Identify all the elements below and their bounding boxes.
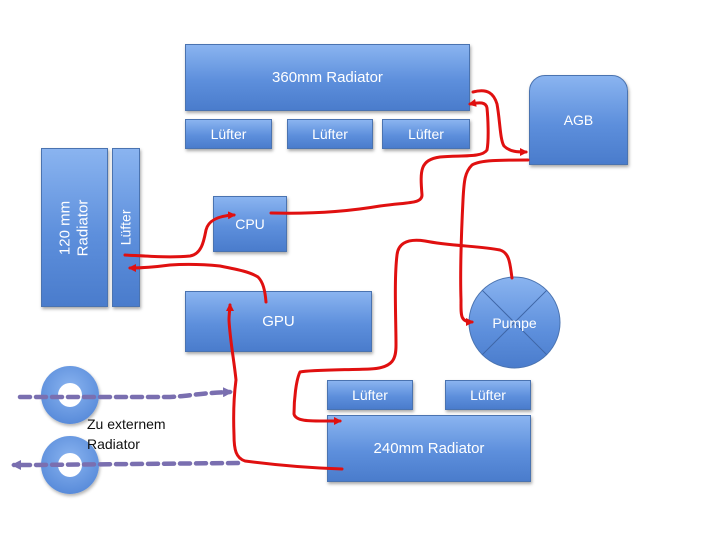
tube-cpu-to-radiator360 (269, 98, 490, 215)
radiator-240mm: 240mm Radiator (327, 415, 531, 482)
pump-icon (468, 276, 561, 369)
pump-label: Pumpe (492, 314, 537, 331)
radiator-360mm-label: 360mm Radiator (272, 68, 383, 86)
cpu-label: CPU (235, 215, 265, 232)
fan-label: Lüfter (210, 125, 247, 142)
tube-radiator240-to-gpu (225, 303, 344, 471)
fan-240-1: Lüfter (327, 380, 413, 410)
external-label-line2: Radiator (87, 436, 140, 452)
cpu-block: CPU (213, 196, 287, 252)
tube-radiator360-to-agb (471, 89, 528, 156)
radiator-120mm: 120 mm Radiator (41, 148, 108, 307)
fan-360-3: Lüfter (382, 119, 470, 149)
tube-agb-to-pump (459, 158, 530, 326)
fan-label: Lüfter (352, 386, 388, 403)
radiator-240mm-label: 240mm Radiator (373, 439, 485, 457)
reservoir-agb: AGB (529, 75, 628, 165)
radiator-360mm: 360mm Radiator (185, 44, 470, 111)
tube-gpu-to-radiator120 (128, 262, 268, 304)
fan-label: Lüfter (312, 125, 348, 142)
external-radiator-label: Zu externem Radiator (87, 414, 166, 454)
tube-radiator120-to-cpu (123, 211, 236, 259)
external-label-line1: Zu externem (87, 416, 166, 432)
fan-label: Lüfter (408, 125, 444, 142)
gpu-block: GPU (185, 291, 372, 352)
tube-pump-to-radiator240 (292, 238, 514, 426)
tube-external-out (11, 460, 241, 470)
gpu-label: GPU (262, 312, 295, 330)
reservoir-label: AGB (563, 111, 594, 128)
fan-360-2: Lüfter (287, 119, 373, 149)
pump: Pumpe (468, 276, 561, 369)
tube-external-in (17, 387, 233, 400)
fan-360-1: Lüfter (185, 119, 272, 149)
fan-label: Lüfter (470, 386, 506, 403)
fan-120: Lüfter (112, 148, 140, 307)
fan-240-2: Lüfter (445, 380, 531, 410)
